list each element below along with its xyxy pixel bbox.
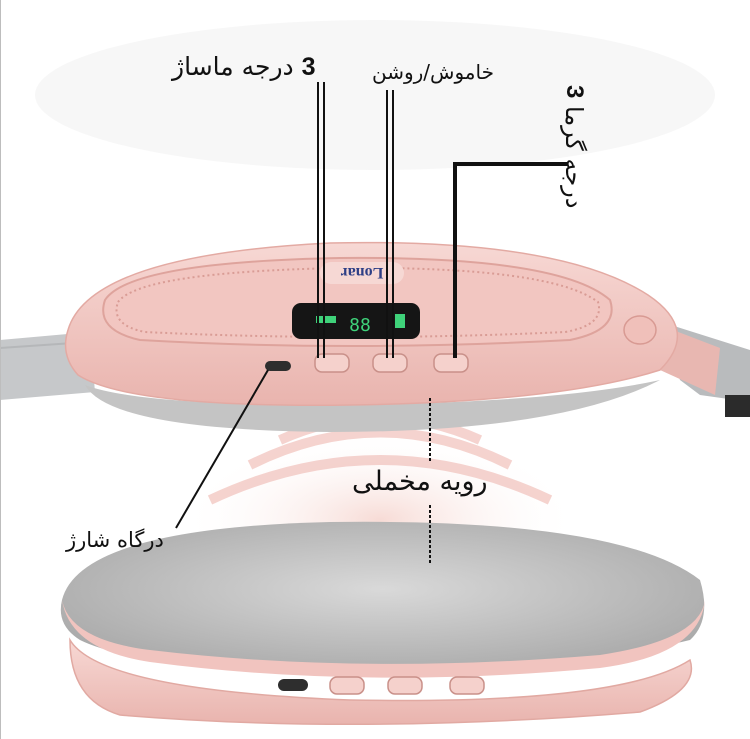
strap-buckle xyxy=(725,395,750,417)
brand-badge xyxy=(320,262,404,284)
lower-device-shell xyxy=(69,637,693,726)
massage-levels-number: 3 xyxy=(301,53,316,81)
power-label: خاموش/روشن xyxy=(372,60,494,84)
lower-power-button[interactable] xyxy=(387,676,423,695)
upper-velvet-surface xyxy=(85,380,660,432)
lower-device-rim xyxy=(62,600,705,678)
brand-logo: Lonar xyxy=(341,264,384,281)
heat-level-icon xyxy=(395,314,405,328)
heat-levels-label: درجه گرما 3 xyxy=(560,85,588,208)
charge-callout-line xyxy=(175,369,269,529)
charge-port-label: درگاه شارژ xyxy=(66,528,164,552)
massage-levels-label: 3 درجه ماساژ xyxy=(172,52,316,82)
heat-button[interactable] xyxy=(433,353,469,373)
heat-levels-number: 3 xyxy=(561,85,588,99)
lower-charge-port xyxy=(278,679,308,691)
velvet-surface-label: رویه مخملی xyxy=(352,466,488,497)
charge-port xyxy=(265,361,291,371)
massage-mode-icon xyxy=(316,316,336,323)
device-top-panel xyxy=(102,256,613,347)
lower-massage-button[interactable] xyxy=(329,676,365,695)
device-side-knob xyxy=(623,315,657,345)
massage-levels-text: درجه ماساژ xyxy=(172,52,302,81)
lower-velvet-surface xyxy=(60,521,705,672)
massage-button[interactable] xyxy=(314,353,350,373)
heat-levels-text: درجه گرما xyxy=(560,106,588,209)
device-stitching xyxy=(115,266,601,338)
power-button[interactable] xyxy=(372,353,408,373)
display-digits: 88 xyxy=(349,315,371,336)
background-glow xyxy=(35,20,715,170)
lower-heat-button[interactable] xyxy=(449,676,485,695)
heat-callout-line xyxy=(453,162,568,358)
